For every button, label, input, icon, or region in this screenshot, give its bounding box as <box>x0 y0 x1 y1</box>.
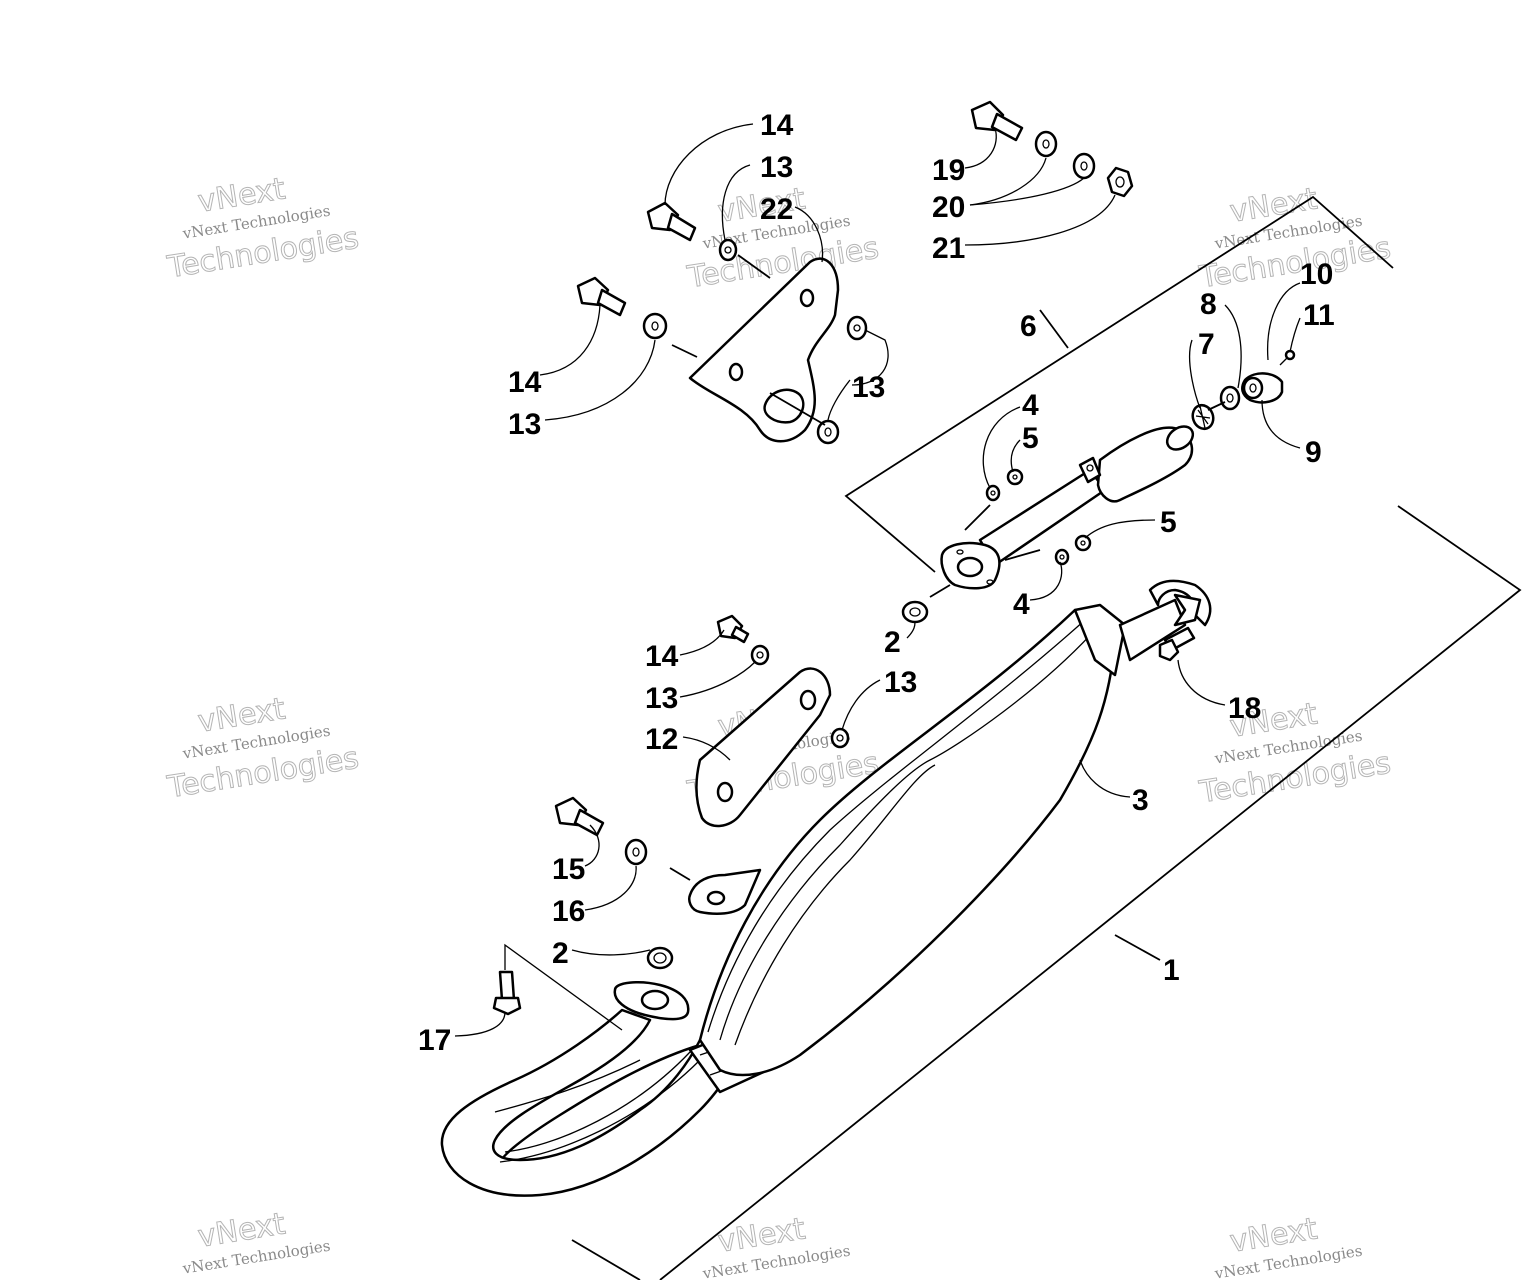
middle-bracket <box>695 667 832 828</box>
callout-17: 17 <box>418 1024 451 1057</box>
screw-11 <box>1279 349 1296 366</box>
muffler <box>698 579 1212 1077</box>
callout-14: 14 <box>760 109 794 142</box>
watermark-bottom-center: vNext vNext Technologies <box>701 1211 852 1280</box>
exhaust-pipe <box>440 1008 770 1197</box>
callout-12: 12 <box>645 723 678 756</box>
callout-7: 7 <box>1198 328 1215 361</box>
callout-14: 14 <box>508 366 542 399</box>
end-cap-9 <box>1241 372 1284 404</box>
callout-18: 18 <box>1228 692 1261 725</box>
washer-8 <box>1219 385 1241 411</box>
callout-5: 5 <box>1022 422 1039 455</box>
callout-20: 20 <box>932 191 965 224</box>
muffler-mount-tab <box>688 868 762 915</box>
callout-13: 13 <box>852 371 885 404</box>
watermark-mid-left: vNext vNext Technologies Technologies <box>164 691 362 806</box>
callout-2: 2 <box>552 937 569 970</box>
washer-20-a <box>1034 130 1058 158</box>
callout-13: 13 <box>884 666 917 699</box>
callout-1: 1 <box>1163 954 1180 987</box>
nut-21 <box>1106 166 1134 198</box>
washer-20-b <box>1072 152 1096 180</box>
callout-16: 16 <box>552 895 585 928</box>
callout-3: 3 <box>1132 784 1149 817</box>
lock-washer-5-upper <box>1006 468 1024 486</box>
washer-16 <box>624 838 648 866</box>
washer-4-lower <box>1054 548 1070 566</box>
watermark-top-center: vNext vNext Technologies Technologies <box>684 181 882 296</box>
watermark-mid-right: vNext vNext Technologies Technologies <box>1196 696 1394 811</box>
callout-13: 13 <box>508 408 541 441</box>
watermark-bottom-left: vNext vNext Technologies <box>181 1206 332 1278</box>
bolt-18 <box>1158 626 1196 662</box>
callout-15: 15 <box>552 853 585 886</box>
callout-labels: 14 13 22 14 13 13 19 20 21 6 10 8 11 7 9… <box>418 109 1335 1057</box>
bolt-17 <box>492 970 522 1016</box>
callout-13: 13 <box>760 151 793 184</box>
bolt-14-upper <box>646 201 697 242</box>
callout-11: 11 <box>1303 299 1335 332</box>
bolt-19 <box>970 100 1024 142</box>
gasket-lower <box>646 946 674 970</box>
callout-5: 5 <box>1160 506 1177 539</box>
watermark-top-left: vNext vNext Technologies Technologies <box>164 171 362 286</box>
washer-13-right-lower <box>816 419 840 445</box>
callout-6: 6 <box>1020 310 1037 343</box>
bolt-14-left <box>576 276 627 317</box>
bolt-15 <box>554 796 605 837</box>
callout-8: 8 <box>1200 288 1217 321</box>
spark-arrestor-assembly <box>940 425 1195 590</box>
inlet-flange <box>613 981 690 1021</box>
bolt-14-middle <box>716 614 750 644</box>
watermark-top-right: vNext vNext Technologies Technologies <box>1196 181 1394 296</box>
callout-22: 22 <box>760 193 793 226</box>
assembly-outline-1 <box>571 505 1522 1280</box>
assembly-outline-6 <box>844 195 1394 573</box>
lock-washer-5-lower <box>1074 534 1092 552</box>
washer-13-upper <box>718 238 738 262</box>
callout-19: 19 <box>932 154 965 187</box>
callout-13: 13 <box>645 682 678 715</box>
upper-bracket <box>688 257 840 443</box>
leader-lines <box>454 123 1301 1037</box>
washer-13-middle <box>750 644 770 666</box>
callout-14: 14 <box>645 640 679 673</box>
callout-4: 4 <box>1022 389 1039 422</box>
callout-4: 4 <box>1013 588 1030 621</box>
gasket-upper <box>901 600 929 624</box>
callout-10: 10 <box>1300 258 1333 291</box>
watermark-bottom-right: vNext vNext Technologies <box>1213 1211 1364 1280</box>
washer-13-left <box>642 312 668 340</box>
callout-2: 2 <box>884 626 901 659</box>
washer-4-upper <box>985 484 1001 502</box>
spark-arrestor-screen <box>1191 403 1215 431</box>
callout-21: 21 <box>932 232 965 265</box>
callout-9: 9 <box>1305 436 1322 469</box>
washer-13-right-upper <box>846 315 868 341</box>
washer-13-middle-right <box>830 727 850 749</box>
